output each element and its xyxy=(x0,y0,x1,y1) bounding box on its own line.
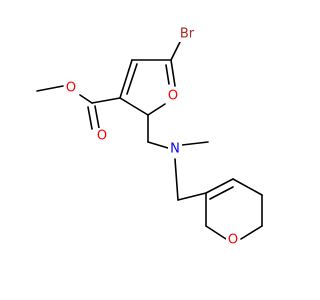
bond-ch2-n xyxy=(147,141,169,149)
bond-n-ch2 xyxy=(174,158,179,201)
bond-pyran-c3-c4-inner xyxy=(209,186,234,200)
carbonyl-oxygen-atom-label: O xyxy=(97,129,107,144)
bond-furan-c3-c4-inner xyxy=(126,63,138,95)
bond-carbonyl-double-1 xyxy=(94,105,100,129)
bond-c5-br xyxy=(170,41,181,61)
bond-n-methyl xyxy=(181,141,209,146)
amine-nitrogen-atom-label: N xyxy=(170,142,180,157)
bond-furan-o1-c2 xyxy=(147,103,166,116)
bond-c3-carbonyl-c xyxy=(91,97,121,104)
furan-oxygen-atom-label: O xyxy=(168,89,178,104)
bond-pyran-c4-c5 xyxy=(232,178,263,196)
bond-carbonyl-c-ester-o xyxy=(79,94,93,104)
bond-ch2-pyran-c3 xyxy=(177,192,207,201)
ester-oxygen-atom-label: O xyxy=(66,81,76,96)
bond-furan-c5-o1-inner xyxy=(165,64,170,85)
bond-pyran-c6-o xyxy=(240,225,263,240)
bond-furan-c5-o1 xyxy=(170,59,176,87)
bond-furan-c3-c4 xyxy=(119,59,133,99)
bond-furan-c2-c3 xyxy=(119,97,149,116)
bond-carbonyl-double-2 xyxy=(87,106,93,130)
bond-ester-o-methyl xyxy=(36,85,64,92)
pyran-oxygen-atom-label: O xyxy=(228,233,238,248)
bromine-atom-label: Br xyxy=(180,27,195,42)
molecule-structure-diagram: Br O O O N O xyxy=(36,26,263,248)
bond-pyran-c3-c4 xyxy=(205,178,234,194)
bond-pyran-o-c2 xyxy=(205,225,227,240)
